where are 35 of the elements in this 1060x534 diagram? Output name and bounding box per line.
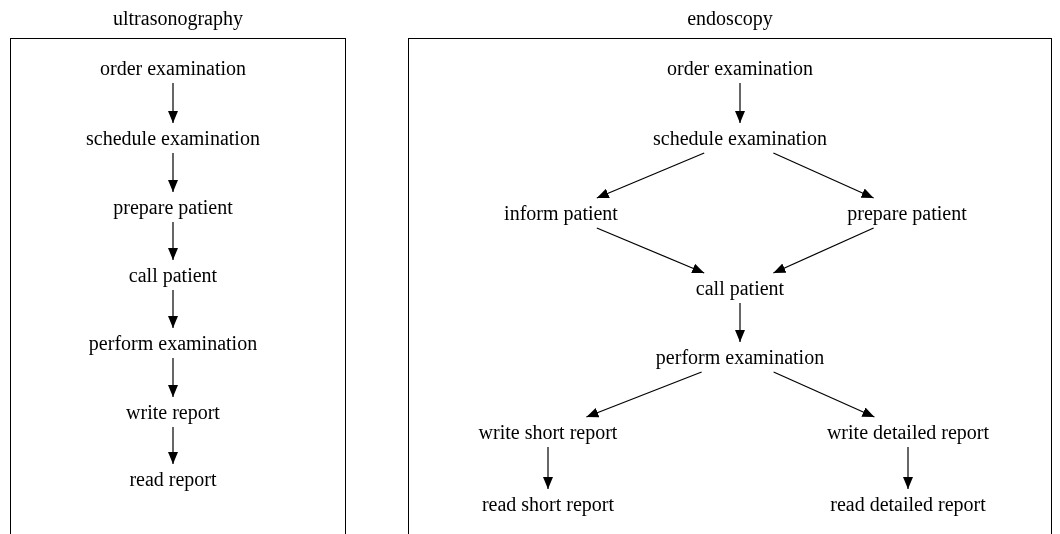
arrow <box>735 302 745 343</box>
step-label: call patient <box>693 276 787 300</box>
step-label: schedule examination <box>651 126 829 150</box>
step-label: write report <box>124 400 222 424</box>
arrow <box>168 426 178 465</box>
arrow <box>596 227 705 274</box>
step-label: schedule examination <box>84 126 262 150</box>
arrow <box>168 82 178 124</box>
step-label: write detailed report <box>824 420 992 444</box>
arrow <box>772 227 875 274</box>
panel-heading: endoscopy <box>687 6 773 30</box>
arrow <box>735 82 745 124</box>
step-label: write short report <box>476 420 620 444</box>
arrow <box>168 152 178 193</box>
step-label: prepare patient <box>845 201 969 225</box>
arrow <box>772 152 875 199</box>
step-label: inform patient <box>502 201 620 225</box>
step-label: call patient <box>126 263 220 287</box>
panel-heading: ultrasonography <box>113 6 243 30</box>
arrow <box>773 371 875 418</box>
arrow <box>903 446 913 490</box>
step-label: order examination <box>97 56 249 80</box>
step-label: read detailed report <box>828 492 988 516</box>
step-label: read short report <box>479 492 617 516</box>
step-label: order examination <box>664 56 816 80</box>
arrow <box>168 357 178 398</box>
arrow <box>168 221 178 261</box>
arrow <box>596 152 705 199</box>
step-label: prepare patient <box>111 195 235 219</box>
arrow <box>543 446 553 490</box>
step-label: read report <box>127 467 219 491</box>
arrow <box>585 371 703 418</box>
step-label: perform examination <box>86 331 260 355</box>
step-label: perform examination <box>653 345 827 369</box>
arrow <box>168 289 178 329</box>
